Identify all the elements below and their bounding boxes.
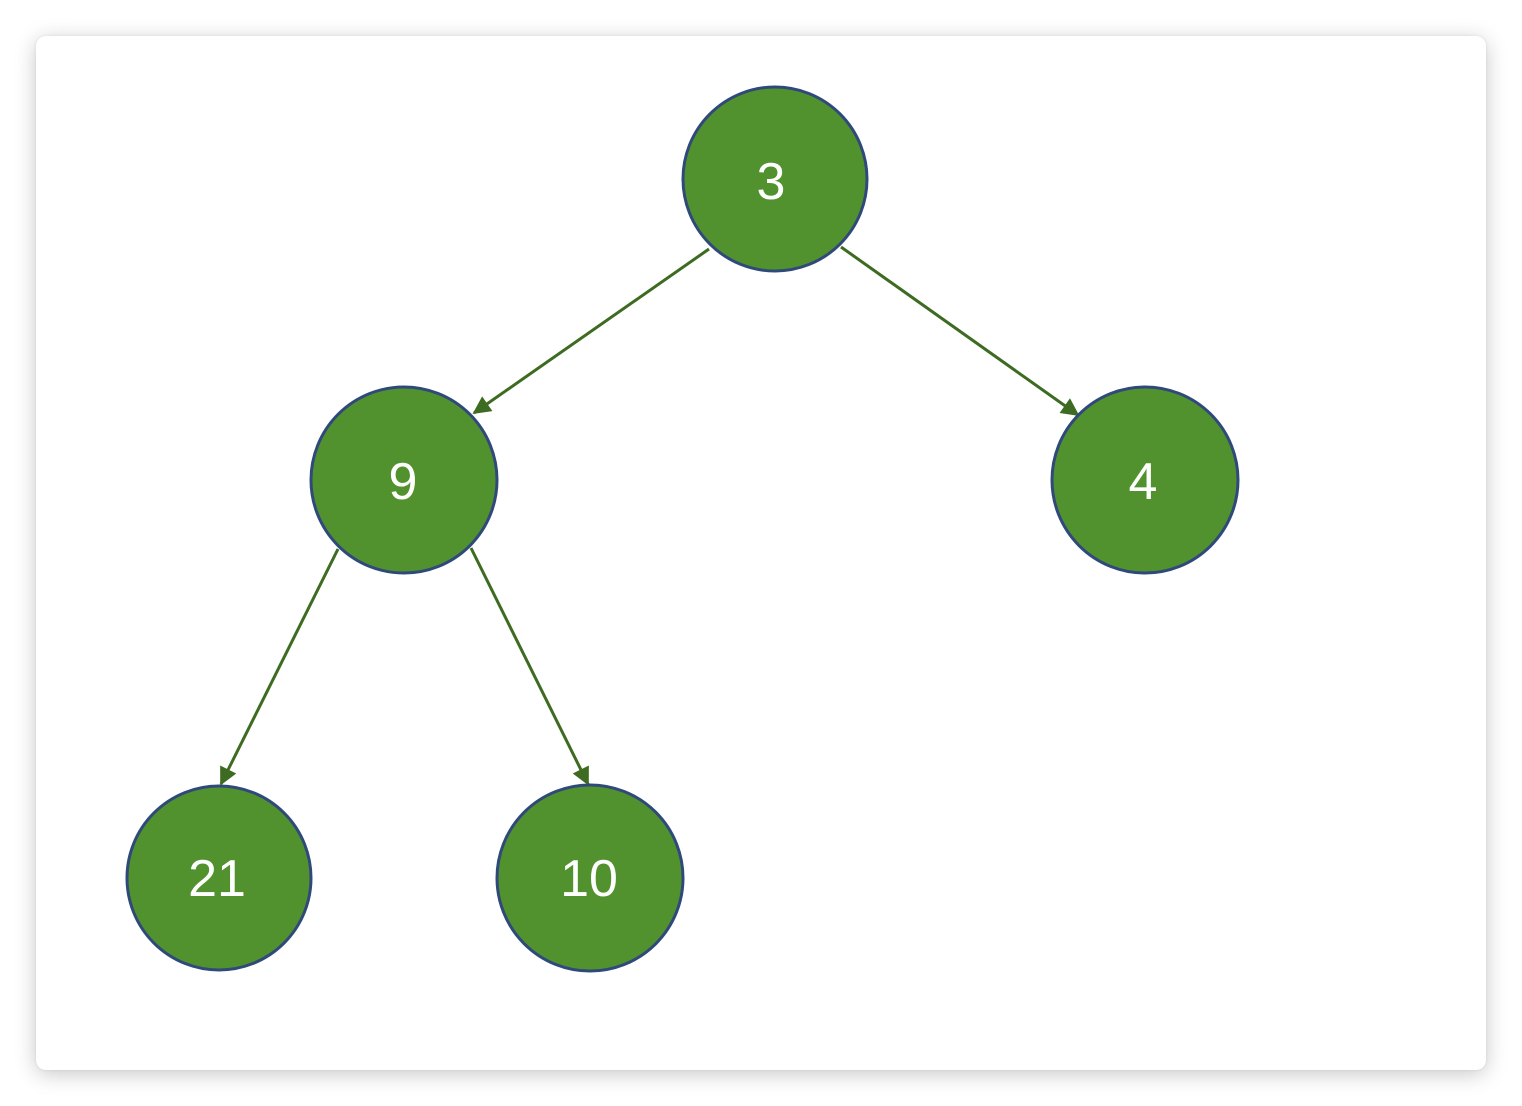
tree-node: 3 <box>681 85 869 273</box>
nodes: 3 9 4 21 10 <box>125 85 1240 973</box>
node-label: 4 <box>1129 453 1158 511</box>
tree-node: 9 <box>309 385 499 575</box>
edges <box>219 245 1080 786</box>
tree-node: 21 <box>125 784 313 972</box>
edge-3-to-4 <box>840 245 1080 417</box>
node-label: 3 <box>757 153 786 211</box>
node-circle <box>125 784 313 972</box>
edge-9-to-21 <box>219 548 340 786</box>
edge-3-to-9 <box>472 247 710 415</box>
node-circle <box>309 385 499 575</box>
tree-node: 4 <box>1050 385 1240 575</box>
node-label: 9 <box>389 453 418 511</box>
edge-9-to-10 <box>469 547 590 786</box>
tree-node: 10 <box>495 783 685 973</box>
node-circle <box>1050 385 1240 575</box>
node-circle <box>495 783 685 973</box>
node-circle <box>681 85 869 273</box>
node-label: 10 <box>560 850 618 908</box>
node-label: 21 <box>188 850 246 908</box>
